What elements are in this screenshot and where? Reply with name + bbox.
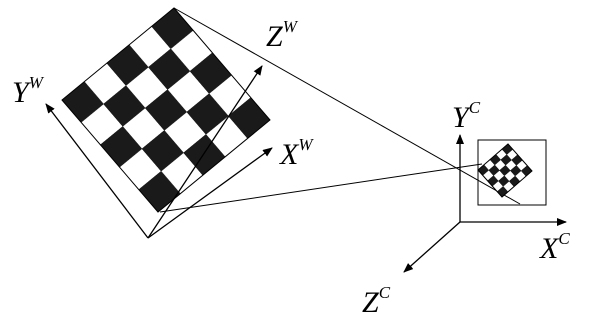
projection-lines [159,7,521,213]
image-checkerboard [477,143,533,198]
world-y-label: YW [12,73,45,109]
checkerboard-outline [477,143,533,198]
world-x-axis [147,147,273,239]
projection-ray-bottom [159,163,483,213]
image-plane-frame [477,139,547,206]
checkerboard-outline [61,7,271,213]
camera-z-label: ZC [362,283,391,319]
projection-ray-top [173,7,521,205]
camera-y-label: YC [452,98,481,134]
camera-z-axis [403,221,461,273]
camera-axes [403,134,567,273]
camera-x-label: XC [539,229,570,265]
world-y-axis [45,103,149,239]
world-checkerboard [61,7,271,213]
world-z-axis [147,65,263,239]
world-z-label: ZW [266,17,299,53]
world-x-label: XW [279,135,314,171]
world-axes [45,65,273,239]
